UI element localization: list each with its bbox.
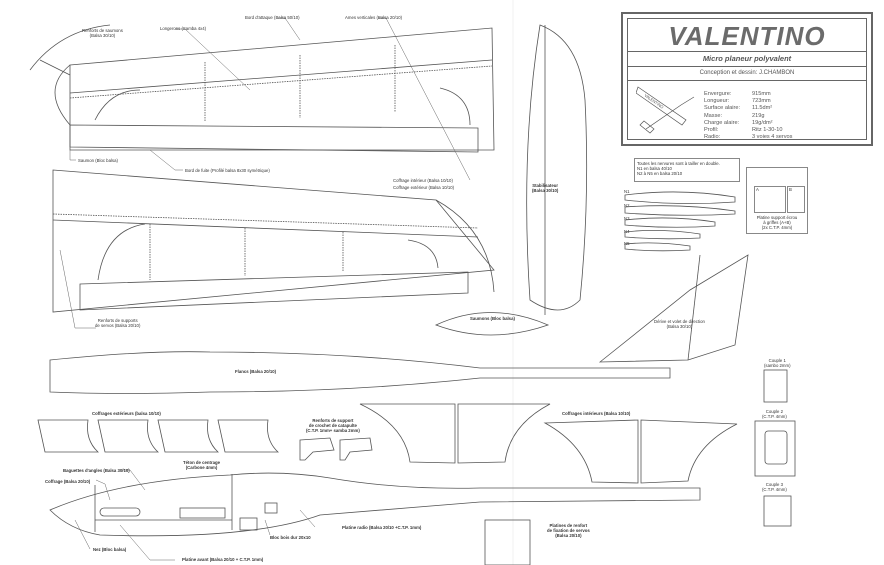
label-couple-2: Couple 2(C.T.P. 4mm): [762, 409, 787, 420]
label-ames: Ames verticales (Balsa 20/10): [345, 15, 403, 20]
label-coffrages-int: Coffrages intérieurs (Balsa 10/10): [562, 411, 631, 416]
plate-b-label: B: [789, 187, 792, 192]
fuselage-side: [49, 351, 671, 394]
plate-b: B: [787, 186, 805, 213]
platine-support-box: A B Platine support écrou à griffes (A+B…: [746, 167, 808, 234]
plan-author: Conception et dessin: J.CHAMBON: [628, 67, 866, 81]
spec-label: Envergure:: [704, 91, 732, 97]
rib-label: N1: [624, 189, 630, 194]
rib-label: N3: [624, 216, 630, 221]
label-nez: Nez (Bloc balsa): [93, 547, 127, 552]
label-coffrage-ext: Coffrage extérieur (Balsa 10/10): [393, 185, 455, 190]
label-bord-attaque: Bord d'attaque (Balsa 50/10): [245, 15, 300, 20]
label-bloc-bois: Bloc bois dur 20x10: [270, 535, 311, 540]
couple-2: [754, 420, 796, 477]
spec-value: 219g: [752, 112, 765, 119]
spec-value: 19g/dm²: [752, 119, 773, 126]
spec-label: Profil:: [704, 127, 719, 134]
label-coffrage-int: Coffrage intérieur (Balsa 10/10): [393, 178, 453, 183]
couple-1: [763, 369, 788, 403]
spec-value: 723mm: [752, 98, 771, 105]
coffrages-exterieurs: [37, 419, 280, 453]
spec-label: Radio:: [704, 134, 721, 141]
rib-label: N5: [624, 241, 630, 246]
label-coffrage: Coffrage (Balsa 20/10): [45, 479, 91, 484]
label-platine-radio: Platine radio (Balsa 20/10 +C.T.P. 1mm): [342, 525, 422, 530]
label-couple-1: Couple 1(sambo 2mm): [764, 358, 791, 369]
spec-label: Surface alaire:: [704, 105, 741, 112]
couple-3: [763, 495, 792, 527]
spec-label: Longueur:: [704, 98, 730, 105]
plate-a: A: [754, 186, 786, 213]
tip-reinforcement: [29, 24, 111, 71]
note-line: N2 à N5 en balsa 20/10: [637, 171, 683, 177]
spec-label: Masse:: [704, 112, 723, 119]
spec-label: Charge alaire:: [704, 119, 740, 126]
fuselage-top: [49, 472, 701, 565]
label-baguettes: Baguettes d'angles (Balsa 30/10): [63, 468, 130, 473]
rib-notes-box: Toutes les nervures sont à tailler en do…: [634, 158, 740, 182]
spec-value: 11.5dm²: [752, 105, 773, 112]
wing-panel-top: [29, 24, 495, 153]
title-block: VALENTINO Micro planeur polyvalent Conce…: [621, 12, 873, 146]
leader-lines: [59, 17, 471, 561]
saumons-outline: [434, 312, 550, 336]
stabilizer-outline: [526, 24, 588, 311]
rib-label: N2: [624, 203, 630, 208]
spec-value: 915mm: [752, 91, 771, 97]
label-derive: Dérive et volet de direction(Balsa 30/10…: [654, 319, 705, 330]
coffrages-interieurs: [359, 403, 739, 484]
label-teton: Téton de centrage(Carbone 4mm): [183, 460, 221, 471]
label-stabilisateur: Stabilisateur(Balsa 30/10): [532, 183, 559, 194]
fin-outline: [598, 254, 749, 363]
wing-panel-bottom: [52, 169, 495, 313]
label-platine-avant: Platine avant (Balsa 20/10 + C.T.P. 1mm): [182, 557, 264, 562]
svg-text:VALENTINO: VALENTINO: [643, 93, 664, 110]
platine-caption: Platine support écrou: [756, 215, 798, 220]
spec-value: 3 voies 4 servos: [752, 134, 793, 141]
label-renforts-saumons: Renforts de saumons(Balsa 30/10): [82, 28, 123, 39]
platine-caption: à griffes (A+B): [763, 220, 791, 226]
plan-title: VALENTINO: [628, 21, 866, 52]
platine-caption: (2x C.T.P. 4mm): [761, 225, 793, 231]
label-longerons: Longerons (Samba 4x4): [160, 26, 207, 31]
ribs-drawing: [624, 191, 736, 252]
plan-subtitle: Micro planeur polyvalent: [628, 52, 866, 67]
label-saumon: Saumon (Bloc balsa): [78, 158, 118, 163]
label-bord-fuite: Bord de fuite (Profilé balsa 8x30 symétr…: [185, 168, 270, 173]
note-line: Toutes les nervures sont à tailler en do…: [637, 161, 720, 166]
glider-sketch-icon: VALENTINO: [636, 86, 695, 134]
label-saumons-bloc: Saumons (Bloc balsa): [470, 316, 515, 321]
catapult-reinforcement: [299, 437, 335, 461]
note-line: N1 en balsa 40/10: [637, 166, 672, 172]
spec-value: Ritz 1-30-10: [752, 127, 783, 134]
plate-a-label: A: [756, 187, 759, 192]
label-flancs: Flancs (Balsa 20/10): [235, 369, 277, 374]
label-couple-3: Couple 3(C.T.P. 4mm): [762, 482, 787, 493]
rib-label: N4: [624, 229, 630, 234]
label-coffrages-ext: Coffrages extérieurs (balsa 10/10): [92, 411, 161, 416]
spec-table: Envergure: 915mm Longueur: 723mm Surface a…: [704, 91, 792, 141]
